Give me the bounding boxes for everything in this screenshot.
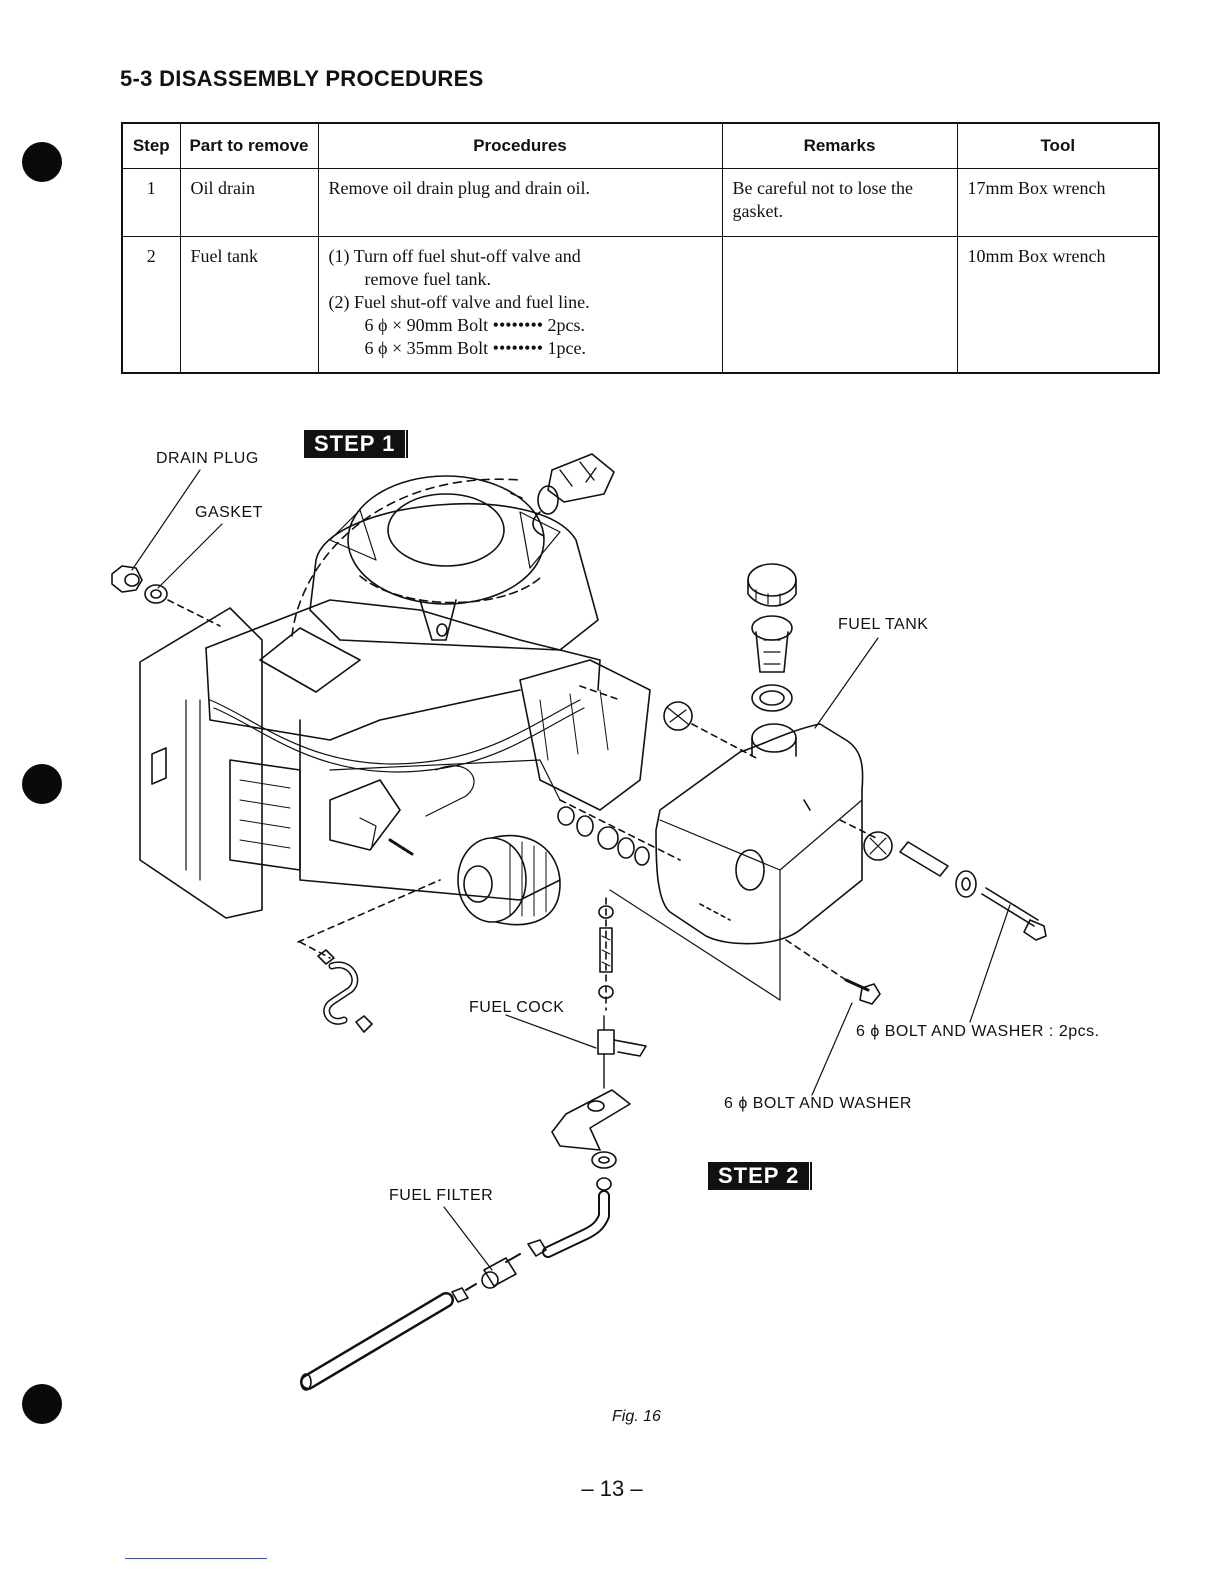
fuel-line-fittings [557,799,681,866]
figure-caption: Fig. 16 [612,1408,661,1425]
section-heading: 5-3 DISASSEMBLY PROCEDURES [120,66,484,91]
drain-plug-part [111,565,143,593]
part-name: Oil drain [179,168,319,237]
gasket-part [144,584,168,604]
label-bolt-washer-2pcs: 6 ϕ BOLT AND WASHER : 2pcs. [856,1023,1100,1040]
procedure-text: (1) Turn off fuel shut-off valve and rem… [317,236,723,373]
header-step: Step [121,122,181,169]
lower-fuel-hose [527,1177,612,1258]
procedure-line: (2) Fuel shut-off valve and fuel line. [328,292,590,312]
punch-hole-bottom [22,1384,62,1424]
fuel-outlet-filter [663,701,761,761]
tool-text: 17mm Box wrench [956,168,1160,237]
table-header-row: Step Part to remove Procedures Remarks T… [121,122,1160,169]
step1-badge: STEP 1 [304,430,410,458]
label-fuel-tank: FUEL TANK [838,616,929,633]
leader-lines [131,469,1011,1271]
fuel-cock-bracket [551,1089,631,1151]
punch-hole-top [22,142,62,182]
fuel-cock-assembly [597,889,781,1089]
tool-text: 10mm Box wrench [956,236,1160,373]
engine-body [139,599,651,919]
punch-hole-middle [22,764,62,804]
table-row: 2 Fuel tank (1) Turn off fuel shut-off v… [121,236,1160,373]
part-name: Fuel tank [179,236,319,373]
air-cleaner-cover [291,475,599,651]
step-number: 1 [121,168,181,237]
procedure-line: Remove oil drain plug and drain oil. [328,178,590,198]
procedures-table: Step Part to remove Procedures Remarks T… [121,122,1160,374]
procedure-line: (1) Turn off fuel shut-off valve and [328,246,581,266]
tank-bolt-assembly [839,819,1047,941]
remarks-text: Be careful not to lose the gasket. [721,168,958,237]
oil-filter [457,834,561,926]
table-row: 1 Oil drain Remove oil drain plug and dr… [121,168,1160,237]
procedure-line: remove fuel tank. [364,269,491,289]
step-number: 2 [121,236,181,373]
spark-plug-cap [507,453,615,537]
fuel-filter-part [451,1253,521,1303]
label-bolt-washer: 6 ϕ BOLT AND WASHER [724,1095,912,1112]
label-gasket: GASKET [195,504,263,521]
label-drain-plug: DRAIN PLUG [156,450,259,467]
fuel-strainer [751,615,793,673]
label-fuel-cock: FUEL COCK [469,999,565,1016]
label-fuel-filter: FUEL FILTER [389,1187,494,1204]
fuel-tank [655,723,864,945]
header-tool: Tool [956,122,1160,169]
header-remarks: Remarks [721,122,958,169]
step2-badge: STEP 2 [708,1162,814,1190]
remarks-text [721,236,958,373]
procedure-text: Remove oil drain plug and drain oil. [317,168,723,237]
procedure-line: 6 ϕ × 35mm Bolt •••••••• 1pce. [364,338,587,358]
bracket-grommet [591,1151,617,1169]
bottom-rule [125,1558,267,1559]
header-procedures: Procedures [317,122,723,169]
page-number: – 13 – [581,1476,643,1501]
lower-bolt [785,939,881,1005]
procedure-line: 6 ϕ × 90mm Bolt •••••••• 2pcs. [364,315,586,335]
engine-exploded-diagram [111,453,1047,1391]
left-breather-hose [297,879,441,1033]
fuel-cap [747,563,797,607]
fuel-tank-oring [751,684,793,712]
header-part: Part to remove [179,122,319,169]
fuel-pipe [300,1292,454,1391]
